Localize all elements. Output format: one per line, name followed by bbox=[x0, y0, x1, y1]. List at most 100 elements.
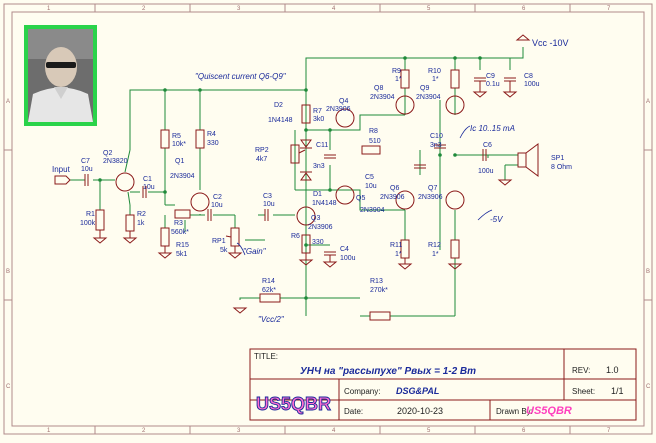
transistor-q6 bbox=[395, 190, 415, 210]
diode-d1 bbox=[300, 172, 312, 181]
col-label: 6 bbox=[522, 428, 526, 434]
row-label: C bbox=[646, 384, 651, 390]
net-input: Input bbox=[52, 165, 71, 174]
drawn-by-value: US5QBR bbox=[526, 405, 572, 417]
label-sp1-val: 8 Ohm bbox=[551, 164, 572, 171]
label-q5-val: 2N3904 bbox=[360, 207, 385, 214]
resistor-r4 bbox=[195, 129, 205, 149]
label-c8-val: 100u bbox=[524, 81, 540, 88]
label-c6-ref: C6 bbox=[483, 142, 492, 149]
label-c11-val: 3n3 bbox=[313, 163, 325, 170]
transistor-q4 bbox=[335, 108, 355, 128]
resistor-r1 bbox=[95, 209, 105, 231]
label-d2-ref: D2 bbox=[274, 102, 283, 109]
wiper-rp2 bbox=[298, 149, 306, 154]
title-block: TITLE: УНЧ на "рассыпухе" Рвых = 1-2 Вт … bbox=[249, 348, 637, 421]
net-vcc: Vcc -10V bbox=[532, 38, 569, 48]
col-label: 2 bbox=[142, 428, 146, 434]
gain-arrow-icon bbox=[236, 242, 246, 256]
label-c9-val: 0.1u bbox=[486, 81, 500, 88]
minus5v-arrow-icon bbox=[477, 209, 493, 221]
ground-icon bbox=[447, 263, 463, 270]
net-gain: "Gain" bbox=[243, 247, 267, 256]
resistor-r5 bbox=[160, 129, 170, 149]
label-c10-ref: C10 bbox=[430, 133, 443, 140]
label-c3-val: 10u bbox=[263, 201, 275, 208]
transistor-q1 bbox=[190, 192, 210, 212]
label-c1-ref: C1 bbox=[143, 176, 152, 183]
transistor-q5 bbox=[335, 185, 355, 205]
label-rp2-val: 4k7 bbox=[256, 156, 267, 163]
label-c10-val: 3n3 bbox=[430, 142, 442, 149]
ground-icon bbox=[472, 91, 488, 98]
label-r9-val: 1* bbox=[395, 76, 402, 83]
transistor-q8 bbox=[395, 95, 415, 115]
logo-text: US5QBR bbox=[256, 394, 331, 414]
col-label: 5 bbox=[427, 6, 431, 12]
date-label: Date: bbox=[344, 407, 363, 416]
ic-arrow-icon bbox=[459, 125, 471, 139]
col-label: 3 bbox=[237, 428, 241, 434]
rev-label: REV: bbox=[572, 366, 590, 375]
label-c5-val: 10u bbox=[365, 183, 377, 190]
row-label: C bbox=[6, 384, 11, 390]
company-value: DSG&PAL bbox=[396, 386, 439, 396]
label-q7-ref: Q7 bbox=[428, 185, 437, 192]
label-rp1-val: 5k bbox=[220, 247, 228, 254]
label-q1-ref: Q1 bbox=[175, 158, 184, 165]
component-symbols bbox=[54, 69, 539, 321]
row-label: B bbox=[6, 269, 10, 275]
input-port bbox=[54, 175, 71, 185]
label-r12-val: 1* bbox=[432, 251, 439, 258]
label-q1-val: 2N3904 bbox=[170, 173, 195, 180]
label-q9-val: 2N3904 bbox=[416, 94, 441, 101]
component-labels: C7 10u Q2 2N3820 R1 100k R2 1k C1 10u R5… bbox=[80, 68, 572, 294]
label-c9-ref: C9 bbox=[486, 73, 495, 80]
ground-icon bbox=[232, 307, 248, 314]
label-q7-val: 2N3906 bbox=[418, 194, 443, 201]
outer-frame bbox=[3, 3, 653, 435]
label-q6-val: 2N3906 bbox=[380, 194, 405, 201]
resistor-r15 bbox=[160, 227, 170, 247]
label-r9-ref: R9 bbox=[392, 68, 401, 75]
label-q9-ref: Q9 bbox=[420, 85, 429, 92]
wires bbox=[70, 47, 524, 317]
resistor-rp2 bbox=[290, 144, 300, 164]
net-half-vcc: "Vcc/2" bbox=[258, 315, 285, 324]
ground-symbols bbox=[92, 34, 531, 314]
label-r1-val: 100k bbox=[80, 220, 96, 227]
label-r3-ref: R3 bbox=[174, 220, 183, 227]
label-c3-ref: C3 bbox=[263, 193, 272, 200]
label-r10-val: 1* bbox=[432, 76, 439, 83]
label-c8-ref: C8 bbox=[524, 73, 533, 80]
resistor-r12 bbox=[450, 239, 460, 259]
ground-icon bbox=[227, 252, 243, 259]
ground-icon bbox=[122, 237, 138, 244]
label-q8-ref: Q8 bbox=[374, 85, 383, 92]
col-label: 1 bbox=[47, 428, 51, 434]
ground-icon bbox=[502, 91, 518, 98]
net-minus5v: -5V bbox=[490, 215, 503, 224]
label-c4-val: 100u bbox=[340, 255, 356, 262]
label-q6-ref: Q6 bbox=[390, 185, 399, 192]
label-q5-ref: Q5 bbox=[356, 195, 365, 202]
title-text: УНЧ на "рассыпухе" Рвых = 1-2 Вт bbox=[300, 366, 476, 377]
vcc-arrow-icon bbox=[515, 34, 531, 41]
label-q4-val: 2N3906 bbox=[326, 106, 351, 113]
drawn-by-label: Drawn By: bbox=[496, 407, 533, 416]
label-r11-ref: R11 bbox=[390, 242, 402, 249]
label-r8-val: 510 bbox=[369, 138, 381, 145]
label-c11-ref: C11 bbox=[316, 142, 328, 149]
resistor-r10 bbox=[450, 69, 460, 89]
label-q3-ref: Q3 bbox=[311, 215, 320, 222]
rev-value: 1.0 bbox=[606, 365, 619, 375]
diode-d2 bbox=[300, 139, 312, 148]
resistor-r14 bbox=[259, 293, 281, 303]
label-r6-val: 330 bbox=[312, 239, 324, 246]
label-r11-val: 1* bbox=[395, 251, 402, 258]
author-photo bbox=[24, 25, 97, 126]
col-label: 5 bbox=[427, 428, 431, 434]
resistor-r7 bbox=[301, 104, 311, 124]
